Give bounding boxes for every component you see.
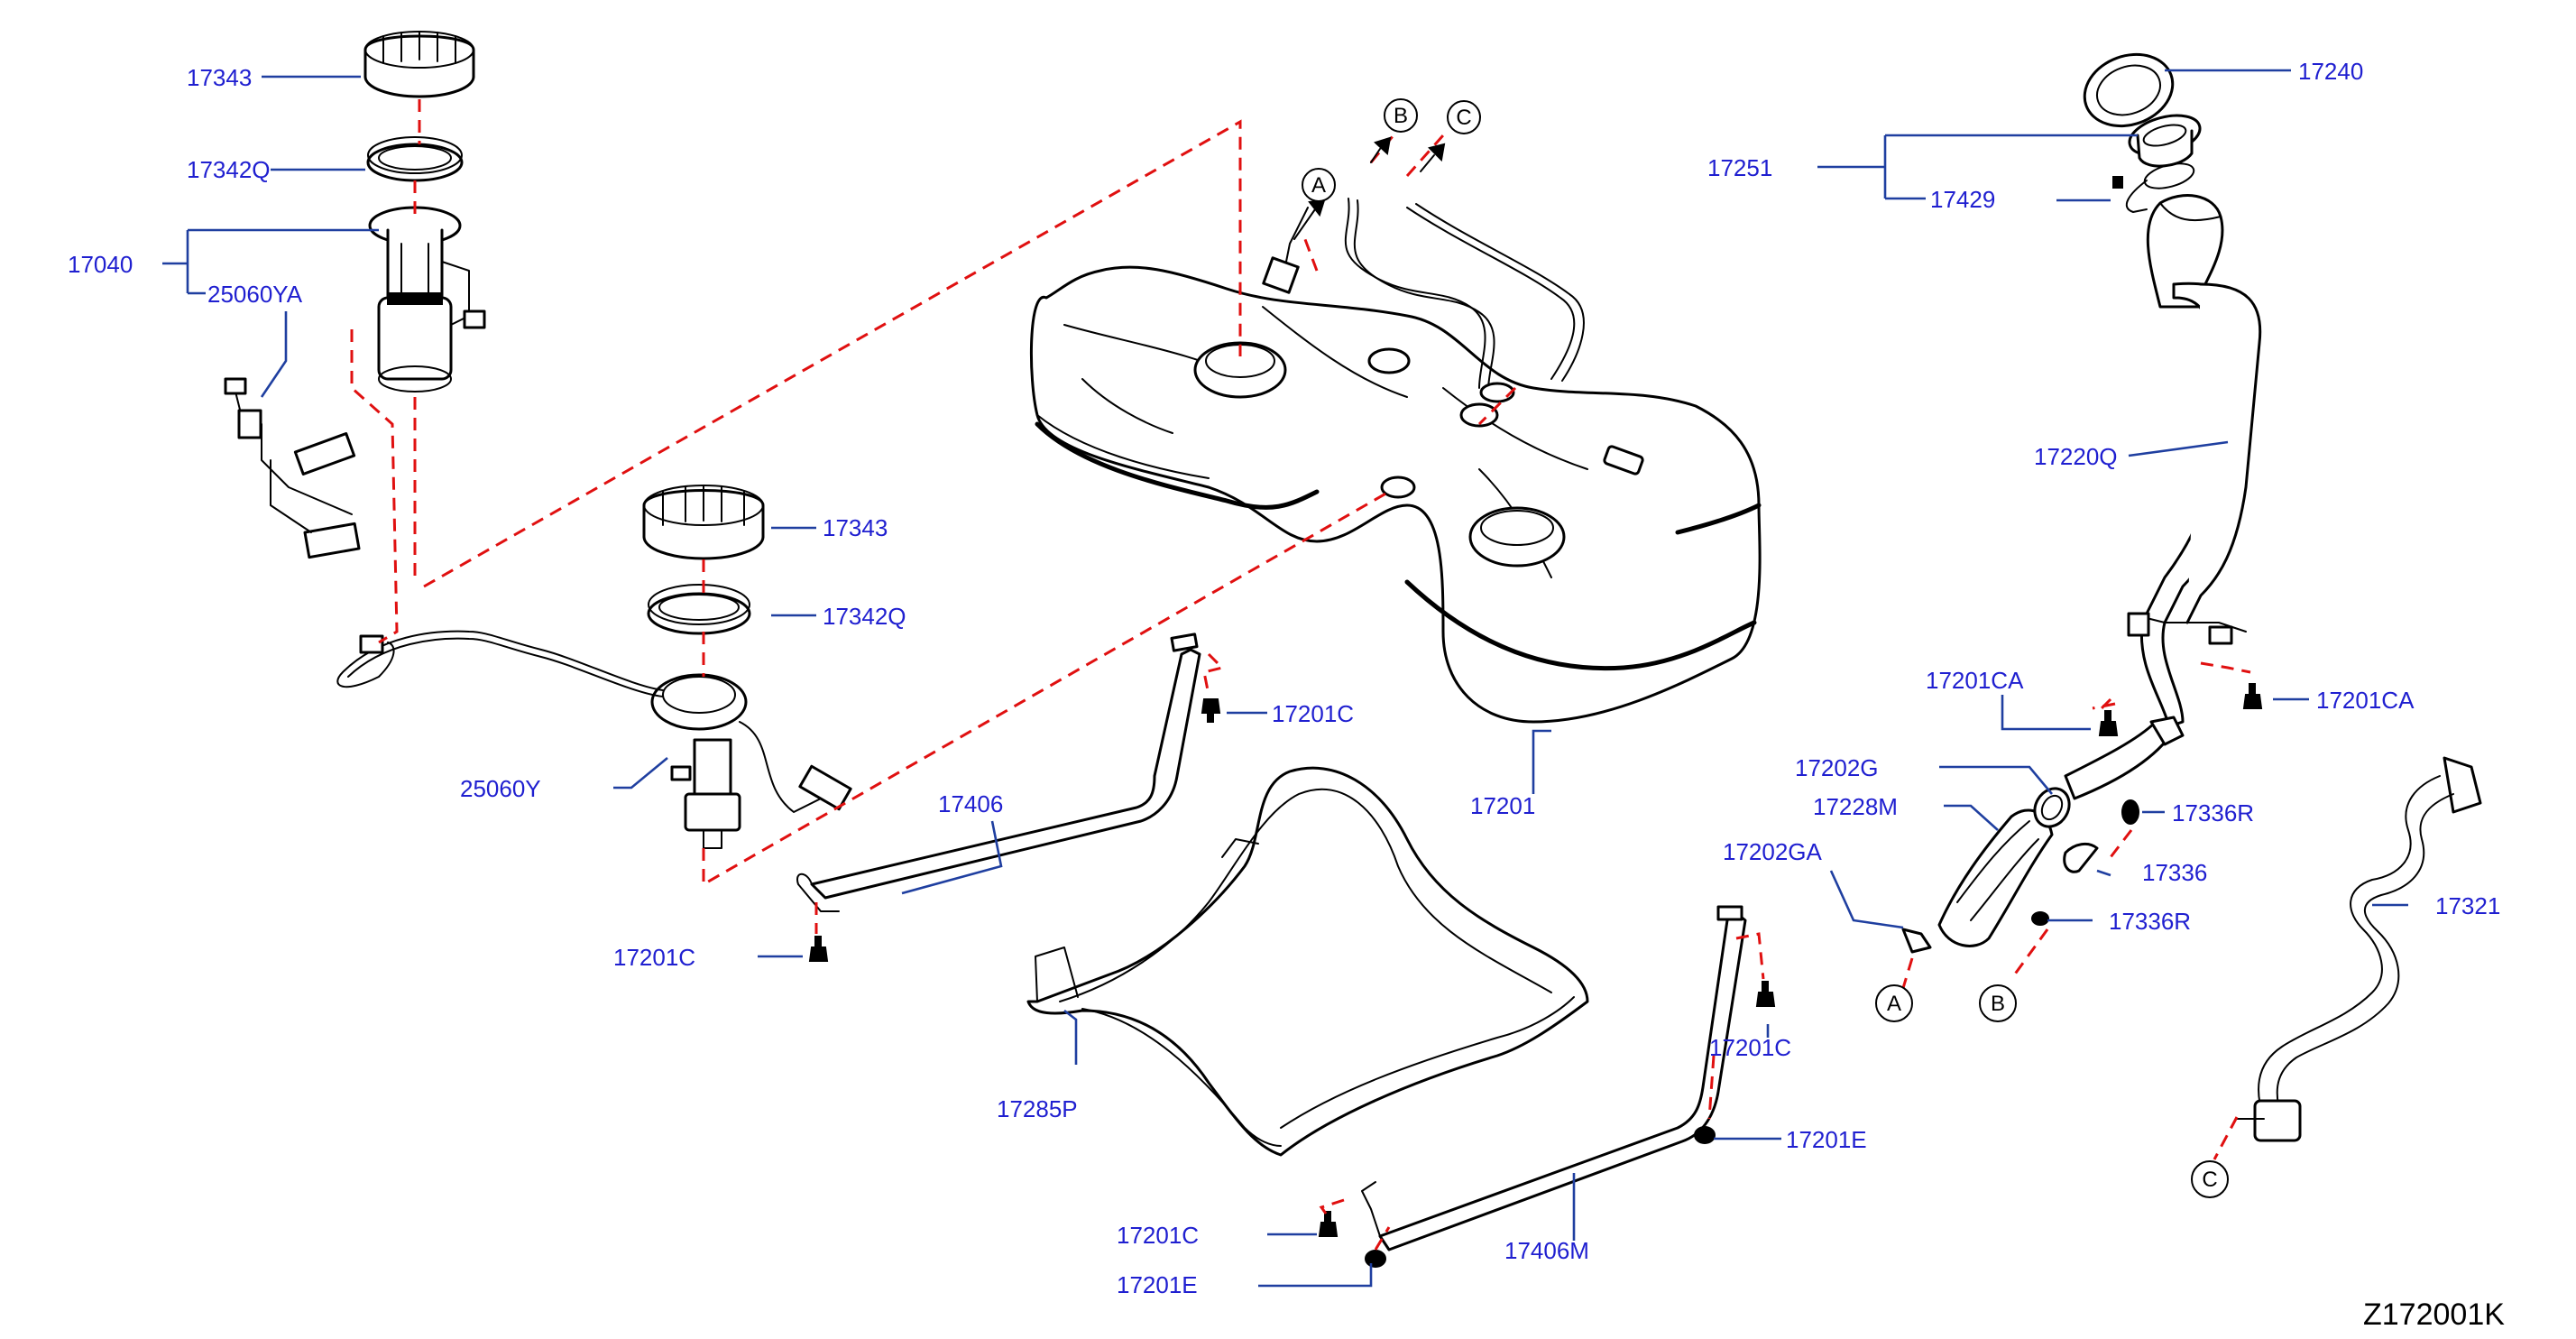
bolt-17201ca-b <box>2242 683 2263 709</box>
cap-tether-17429 <box>2112 162 2195 213</box>
bolt-17201c-d <box>1318 1211 1339 1237</box>
fuel-tank <box>1029 198 1762 724</box>
label-17251: 17251 <box>1707 154 1772 181</box>
label-17343-mid: 17343 <box>823 514 888 541</box>
leader-lines <box>162 69 2408 1288</box>
ref-b-top-text: B <box>1394 104 1408 128</box>
ref-circle-a-bottom: A <box>1875 984 1913 1022</box>
diagram-code: Z172001K <box>2363 1297 2505 1332</box>
fuel-harness-25060y <box>336 630 664 697</box>
fuel-pump-module-top <box>368 206 486 392</box>
bolt-17201c-c <box>1755 981 1776 1007</box>
label-17406m: 17406M <box>1504 1237 1589 1264</box>
label-17342q-mid: 17342Q <box>823 603 906 630</box>
evap-hose-17321 <box>2236 756 2482 1142</box>
hose-clamp-17202ga <box>1901 928 1932 954</box>
nut-17201e-b <box>1365 1250 1386 1268</box>
ref-circle-c-bottom: C <box>2191 1160 2229 1198</box>
label-17285p: 17285P <box>997 1095 1078 1122</box>
label-17201c-a: 17201C <box>1272 700 1354 727</box>
label-17336: 17336 <box>2142 859 2207 886</box>
label-17342q-top: 17342Q <box>187 156 271 183</box>
bolt-17201c-a <box>1201 698 1221 723</box>
filler-cap-gasket-17240 <box>2083 52 2175 128</box>
label-17201ca-a: 17201CA <box>1926 667 2024 694</box>
label-17336r-lower: 17336R <box>2109 908 2191 935</box>
fuel-level-sensor <box>224 377 361 559</box>
label-17406: 17406 <box>938 790 1003 817</box>
ref-a-bottom-text: A <box>1887 992 1901 1016</box>
ref-c-bottom-text: C <box>2202 1168 2217 1192</box>
gasket-ring-mid <box>647 584 751 635</box>
label-17201c-d: 17201C <box>1117 1222 1199 1249</box>
heat-shield-17285p <box>1026 766 1589 1157</box>
lock-ring-mid <box>642 485 765 560</box>
label-17201: 17201 <box>1470 792 1535 819</box>
filler-neck-17220q <box>2127 194 2262 728</box>
label-17201ca-b: 17201CA <box>2316 687 2415 714</box>
label-17429: 17429 <box>1930 186 1995 213</box>
bolt-17201c-b <box>808 936 829 962</box>
label-17240: 17240 <box>2298 58 2363 85</box>
ref-b-bottom-text: B <box>1991 992 2005 1016</box>
tank-strap-17406m <box>1361 905 1747 1251</box>
label-17201c-b: 17201C <box>613 944 695 971</box>
label-25060y: 25060Y <box>460 775 541 802</box>
label-17201c-c: 17201C <box>1709 1034 1791 1061</box>
ref-c-top-text: C <box>1456 106 1471 130</box>
label-17220q: 17220Q <box>2034 443 2118 470</box>
ref-circle-a-top: A <box>1302 168 1336 202</box>
bolt-17201ca-a <box>2098 710 2119 736</box>
ref-circle-b-top: B <box>1384 98 1418 133</box>
hose-clamp-17202g <box>2033 787 2071 828</box>
part-labels: 17343 17342Q 17040 25060YA 17343 17342Q … <box>68 58 2505 1332</box>
gasket-ring-top <box>366 136 464 182</box>
label-17040: 17040 <box>68 251 133 278</box>
label-17321: 17321 <box>2435 892 2500 919</box>
label-17202ga: 17202GA <box>1723 838 1823 865</box>
hose-clip-17336r-upper <box>2121 799 2139 825</box>
arrow-b-top <box>1370 136 1392 163</box>
lock-ring-top <box>363 31 475 98</box>
nut-17201e-a <box>1694 1126 1716 1144</box>
fuel-pump-module-mid <box>650 673 852 849</box>
ref-circle-b-bottom: B <box>1979 984 2017 1022</box>
filler-hose-17228m <box>1937 808 2054 947</box>
breather-hose-17336 <box>2063 842 2099 873</box>
arrow-c-top <box>1420 143 1446 172</box>
tank-strap-17406 <box>796 633 1201 912</box>
label-17343-top: 17343 <box>187 64 252 91</box>
hose-clip-17336r-lower <box>2031 911 2049 926</box>
ref-a-top-text: A <box>1311 173 1326 198</box>
breather-tube <box>2064 716 2185 800</box>
label-25060ya: 25060YA <box>207 281 303 308</box>
label-17202g: 17202G <box>1795 754 1879 781</box>
label-17201e-a: 17201E <box>1786 1126 1867 1153</box>
ref-circle-c-top: C <box>1447 100 1481 134</box>
label-17201e-b: 17201E <box>1117 1271 1198 1298</box>
label-17228m: 17228M <box>1813 793 1898 820</box>
arrow-a-top <box>1293 199 1326 240</box>
label-17336r-upper: 17336R <box>2172 799 2254 826</box>
